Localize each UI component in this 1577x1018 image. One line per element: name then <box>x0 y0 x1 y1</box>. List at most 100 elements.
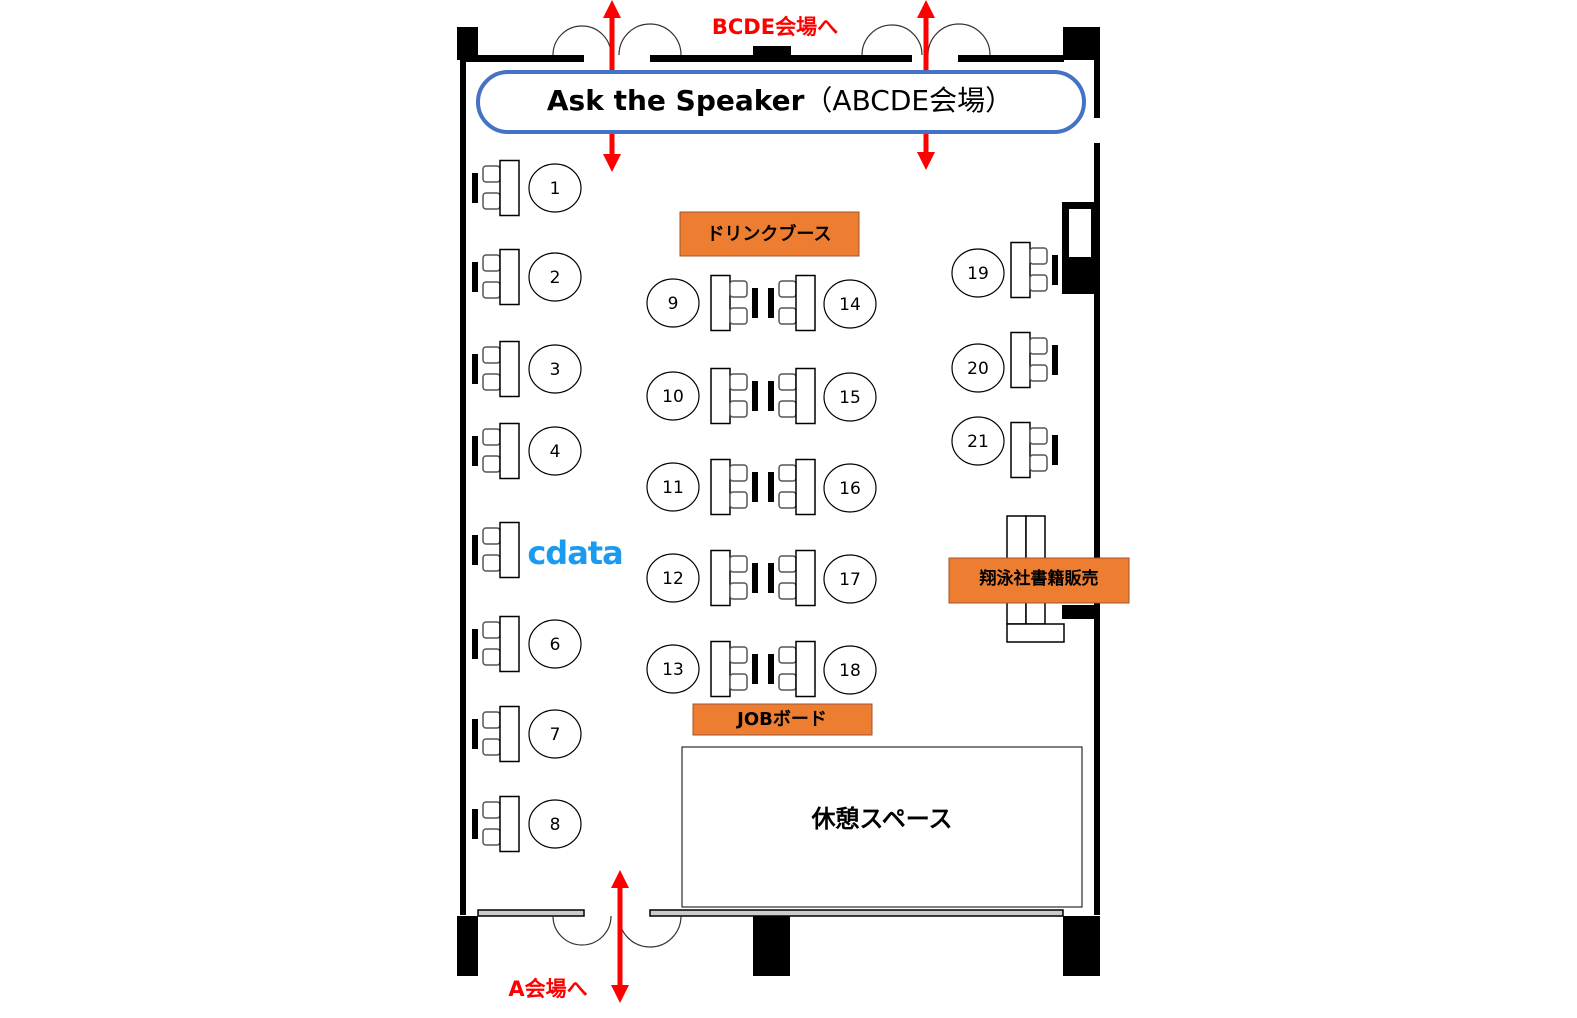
monitor <box>1052 435 1058 465</box>
booth-number: 10 <box>662 387 684 407</box>
desk <box>795 274 816 332</box>
booth-number: 8 <box>550 815 561 835</box>
booth-number: 6 <box>550 635 561 655</box>
desk <box>499 615 520 673</box>
monitor <box>472 719 478 749</box>
booth-19: 19 <box>951 241 1058 299</box>
desk <box>795 458 816 516</box>
booth-number-circle <box>823 279 877 329</box>
booth-21: 21 <box>951 416 1058 479</box>
chair-icon <box>729 400 748 418</box>
monitor <box>472 262 478 292</box>
book-sales-label: 翔泳社書籍販売 <box>979 568 1099 589</box>
chair-icon <box>778 280 797 298</box>
booth-number-circle <box>951 343 1005 393</box>
booth-8: 8 <box>472 795 582 853</box>
desk <box>1010 421 1031 479</box>
booth-number-circle <box>823 645 877 695</box>
desk <box>499 705 520 763</box>
chair-icon <box>1029 247 1048 265</box>
booth-number-circle <box>646 553 700 603</box>
booth-number: 19 <box>967 264 989 284</box>
booth-11: 11 <box>646 458 758 516</box>
booth-number-circle <box>528 709 582 759</box>
chair-icon <box>482 527 501 545</box>
monitor <box>472 354 478 384</box>
bottom-wall <box>477 909 1064 917</box>
monitor <box>768 563 774 593</box>
desk <box>795 367 816 425</box>
monitor <box>472 535 478 565</box>
desk <box>499 159 520 217</box>
monitor <box>752 288 758 318</box>
desk <box>499 422 520 480</box>
chair-icon <box>778 400 797 418</box>
rest-space-label: 休憩スペース <box>810 805 952 833</box>
chair-icon <box>482 648 501 666</box>
desk <box>499 795 520 853</box>
desk <box>499 340 520 398</box>
book-sales <box>948 557 1130 604</box>
desk <box>710 640 731 698</box>
chair-icon <box>729 307 748 325</box>
svg-text:Ask the Speaker（ABCDE会場）: Ask the Speaker（ABCDE会場） <box>547 84 1013 117</box>
monitor <box>472 629 478 659</box>
booth-16: 16 <box>768 458 877 516</box>
chair-icon <box>729 673 748 691</box>
booth-13: 13 <box>646 640 758 698</box>
monitor <box>768 288 774 318</box>
chair-icon <box>729 555 748 573</box>
desk <box>1010 331 1031 389</box>
booth-number: 7 <box>550 725 561 745</box>
booth-number: 18 <box>839 661 861 681</box>
chair-icon <box>482 428 501 446</box>
ask-the-speaker-venue: （ABCDE会場） <box>804 84 1013 117</box>
booth-number-circle <box>528 163 582 213</box>
monitor <box>752 654 758 684</box>
booth-number: 16 <box>839 479 861 499</box>
monitor <box>768 654 774 684</box>
drink-booth-label: ドリンクブース <box>706 223 831 245</box>
doors <box>552 23 991 948</box>
chair-icon <box>482 254 501 272</box>
booth-10: 10 <box>646 367 758 425</box>
chair-icon <box>778 491 797 509</box>
ask-the-speaker-area <box>476 70 1086 134</box>
booth-number-circle <box>823 463 877 513</box>
monitor <box>472 436 478 466</box>
chair-icon <box>482 711 501 729</box>
monitor <box>1052 255 1058 285</box>
booth-number: 2 <box>550 268 561 288</box>
booth-number: 20 <box>967 359 989 379</box>
booth-number-circle <box>528 252 582 302</box>
job-board-label: JOBボード <box>735 709 827 730</box>
ask-the-speaker-title: Ask the Speaker <box>547 84 805 117</box>
chair-icon <box>482 455 501 473</box>
chair-icon <box>729 491 748 509</box>
monitor <box>768 472 774 502</box>
booth-number-circle <box>528 344 582 394</box>
booth-number: 4 <box>550 442 561 462</box>
booth-number: 15 <box>839 388 861 408</box>
chair-icon <box>482 738 501 756</box>
booth-number: 12 <box>662 569 684 589</box>
booth-7: 7 <box>472 705 582 763</box>
booth-number-circle <box>823 554 877 604</box>
booth-number-circle <box>528 619 582 669</box>
chair-icon <box>1029 274 1048 292</box>
desk <box>499 248 520 306</box>
booth-5 <box>472 521 520 579</box>
direction-a: A会場へ <box>508 977 587 1001</box>
chair-icon <box>729 582 748 600</box>
booth-18: 18 <box>768 640 877 698</box>
chair-icon <box>482 346 501 364</box>
chair-icon <box>729 280 748 298</box>
booth-number-circle <box>528 426 582 476</box>
cdata-logo: cdata <box>527 534 622 572</box>
booth-number: 21 <box>967 432 989 452</box>
monitor <box>768 381 774 411</box>
chair-icon <box>778 307 797 325</box>
booth-15: 15 <box>768 367 877 425</box>
